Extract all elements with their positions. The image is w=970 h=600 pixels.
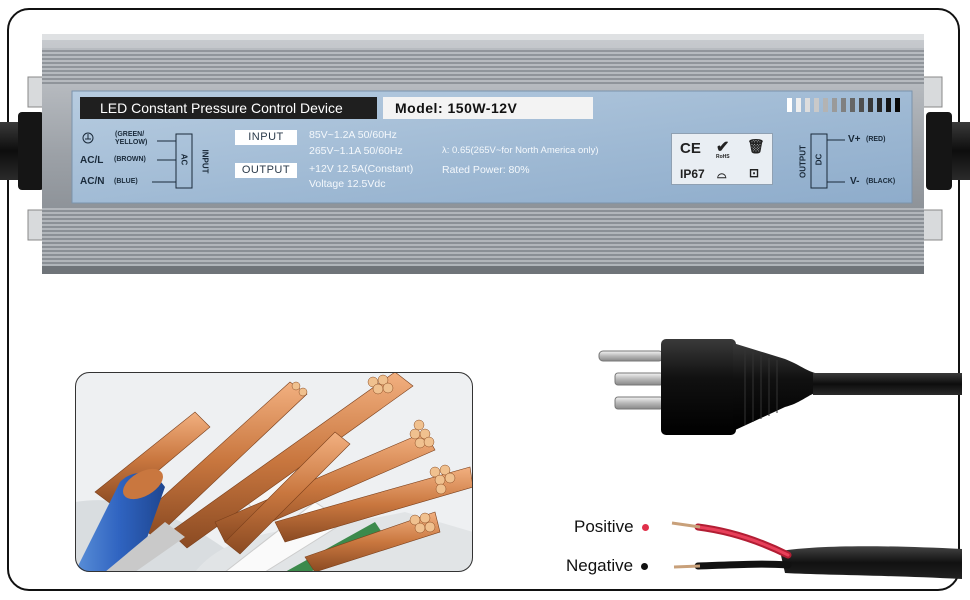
us-power-plug bbox=[598, 339, 962, 435]
positive-legend: Positive bbox=[574, 517, 649, 537]
copper-wire-photo bbox=[75, 372, 473, 572]
acn-color: (BLUE) bbox=[114, 178, 138, 185]
dc-wire-end bbox=[671, 521, 962, 579]
model-number: Model: 150W-12V bbox=[383, 97, 593, 119]
input-tag: INPUT bbox=[235, 130, 297, 145]
acn-label: AC/N bbox=[80, 176, 105, 187]
ip-rating: IP67 bbox=[680, 167, 705, 181]
negative-legend: Negative bbox=[566, 556, 649, 576]
device-title: LED Constant Pressure Control Device bbox=[80, 97, 377, 119]
stripe-decoration bbox=[787, 98, 900, 112]
ground-wire-label: (GREEN/ YELLOW) bbox=[115, 131, 148, 146]
certification-box: CE ✔ RoHS 🗑 IP67 ⌓ ⊡ bbox=[671, 133, 773, 185]
positive-label: Positive bbox=[574, 517, 634, 536]
vminus-label: V- bbox=[850, 176, 860, 187]
vplus-color: (RED) bbox=[866, 136, 886, 143]
negative-label: Negative bbox=[566, 556, 634, 575]
vminus-color: (BLACK) bbox=[866, 178, 896, 185]
positive-dot bbox=[641, 524, 649, 532]
rohs-mark: RoHS bbox=[716, 154, 730, 160]
output-vertical-label: OUTPUT bbox=[798, 145, 808, 178]
ce-mark: CE bbox=[680, 140, 701, 157]
lamp-icon: ⌓ bbox=[717, 167, 727, 181]
ac-tag: AC bbox=[179, 153, 189, 166]
acl-label: AC/L bbox=[80, 155, 104, 166]
output-spec-1: +12V 12.5A(Constant) bbox=[309, 163, 414, 175]
output-tag: OUTPUT bbox=[235, 163, 297, 178]
negative-dot bbox=[641, 563, 649, 571]
input-spec-1: 85V~1.2A 50/60Hz bbox=[309, 129, 397, 141]
output-spec-2: Voltage 12.5Vdc bbox=[309, 178, 386, 190]
class-icon: ⊡ bbox=[749, 166, 760, 180]
check-icon: ✔ bbox=[716, 139, 730, 156]
vplus-label: V+ bbox=[848, 134, 861, 145]
input-vertical-label: INPUT bbox=[200, 149, 210, 174]
weee-bin-icon: 🗑 bbox=[747, 138, 765, 154]
power-factor: λ: 0.65(265V~for North America only) bbox=[442, 145, 599, 156]
dc-tag: DC bbox=[814, 153, 824, 166]
input-spec-2: 265V~1.1A 50/60Hz bbox=[309, 145, 403, 157]
rated-power: Rated Power: 80% bbox=[442, 164, 530, 176]
acl-color: (BROWN) bbox=[114, 156, 146, 163]
